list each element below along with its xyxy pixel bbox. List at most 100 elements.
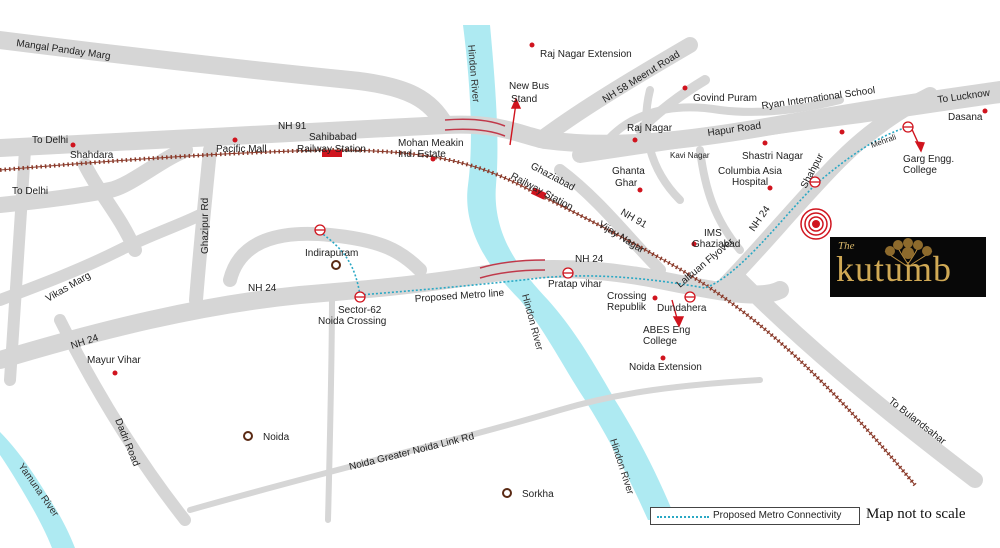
tree-icon xyxy=(884,238,933,279)
label-ghazipur: Ghazipur Rd xyxy=(200,198,211,254)
metro-station-icon-sector62 xyxy=(354,291,366,303)
label-sahibabad-1: Sahibabad xyxy=(309,132,357,143)
label-nh91: NH 91 xyxy=(278,121,307,132)
label-mohan-meakin-1: Mohan Meakin xyxy=(398,138,464,149)
project-location-icon xyxy=(800,208,832,240)
bridge-nh24-1 xyxy=(479,259,546,269)
dot-ryan xyxy=(839,129,845,135)
legend-metro-text: Proposed Metro Connectivity xyxy=(713,510,842,521)
dot-govind-puram xyxy=(682,85,688,91)
label-greater-noida-link: Noida Greater Noida Link Rd xyxy=(348,431,475,473)
vijay-nagar-road xyxy=(554,164,666,276)
railway xyxy=(0,147,917,487)
bridge-nh91-1 xyxy=(444,118,506,127)
dot-crossing-republik xyxy=(652,295,658,301)
railway-line xyxy=(0,149,916,486)
label-new-bus-stand-1: New Bus xyxy=(509,81,549,92)
hapur-road xyxy=(572,87,1000,163)
dot-ghanta-ghar xyxy=(637,187,643,193)
label-columbia-2: Hospital xyxy=(732,177,768,188)
mangal-panday-road xyxy=(0,31,454,134)
city-inner-road-1 xyxy=(642,86,684,204)
to-delhi-lower-road xyxy=(0,142,193,213)
label-shastri-nagar: Shastri Nagar xyxy=(742,151,804,162)
metro-line xyxy=(319,126,909,296)
label-pratap-vihar: Pratap vihar xyxy=(548,279,603,290)
label-garg-1: Garg Engg. xyxy=(903,154,954,165)
ring-indirapuram xyxy=(331,260,341,270)
city-inner-road-2 xyxy=(696,146,744,254)
legend: Proposed Metro Connectivity xyxy=(650,507,860,525)
location-dots xyxy=(70,42,988,376)
arrow-abes-head xyxy=(672,316,685,328)
label-crossing-1: Crossing xyxy=(607,291,646,302)
dot-dasana xyxy=(982,108,988,114)
label-sahibabad-2: Railway Station xyxy=(297,144,366,155)
brand-name: kutumb xyxy=(836,249,953,289)
label-crossing-2: Republik xyxy=(607,302,647,313)
dot-mayur-vihar xyxy=(112,370,118,376)
label-sorkha: Sorkha xyxy=(522,489,554,500)
ghazipur-road xyxy=(189,143,217,307)
brand-prefix: The xyxy=(838,240,855,252)
nh58-road xyxy=(532,37,698,148)
dot-pacific-mall xyxy=(232,137,238,143)
label-to-delhi-1: To Delhi xyxy=(32,135,68,146)
label-ims-1: IMS xyxy=(704,228,722,239)
sector62-road xyxy=(325,292,335,523)
metro-station-icon-pratap-vihar xyxy=(562,267,574,279)
dot-ims xyxy=(691,241,697,247)
metro-station-icon-dundahera xyxy=(684,291,696,303)
bridge-nh24-2 xyxy=(479,269,546,279)
scale-note: Map not to scale xyxy=(866,506,966,522)
dot-noida-ext xyxy=(660,355,666,361)
ghaziabad-station-icon xyxy=(530,187,547,200)
dot-raj-nagar xyxy=(632,137,638,143)
label-ims-2: Ghaziabad xyxy=(692,239,740,250)
dot-raj-nagar-ext xyxy=(529,42,535,48)
ring-markers xyxy=(243,260,512,498)
label-sector62-1: Sector-62 xyxy=(338,305,382,316)
label-raj-nagar: Raj Nagar xyxy=(627,123,673,134)
label-dundahera: Dundahera xyxy=(657,303,707,314)
label-dadri: Dadri Road xyxy=(112,417,141,468)
label-abes-2: College xyxy=(643,336,677,347)
cross-top-road xyxy=(596,96,844,154)
label-ghanta-ghar-1: Ghanta xyxy=(612,166,645,177)
indirapuram-loop xyxy=(223,226,427,287)
label-dasana: Dasana xyxy=(948,112,983,123)
metro-main xyxy=(359,126,909,296)
label-nh24-mid: NH 24 xyxy=(575,254,604,265)
bridges xyxy=(444,118,546,279)
river-labels: Hindon River Hindon River Hindon River Y… xyxy=(16,44,636,519)
metro-station-icon-indirapuram xyxy=(314,224,326,236)
label-pacific-mall: Pacific Mall xyxy=(216,144,267,155)
label-to-delhi-2: To Delhi xyxy=(12,186,48,197)
label-indirapuram: Indirapuram xyxy=(305,248,358,259)
sahibabad-station-icon xyxy=(322,150,342,157)
dadri-road xyxy=(54,314,191,526)
label-shahdara: Shahdara xyxy=(70,150,114,161)
brand-logo xyxy=(830,237,986,297)
dot-shastri-nagar xyxy=(762,140,768,146)
left-vertical-road xyxy=(4,144,31,386)
label-mayur-vihar: Mayur Vihar xyxy=(87,355,141,366)
label-abes-1: ABES Eng xyxy=(643,325,690,336)
dot-shahdara xyxy=(70,142,76,148)
arrow-bus-stand xyxy=(509,102,517,146)
label-noida-ext: Noida Extension xyxy=(629,362,702,373)
label-columbia-1: Columbia Asia xyxy=(718,166,782,177)
metro-stations xyxy=(314,121,914,303)
greater-noida-link-road xyxy=(187,377,763,513)
dot-mohan-meakin xyxy=(430,156,436,162)
label-new-bus-stand-2: Stand xyxy=(511,94,537,105)
ring-noida xyxy=(243,431,253,441)
arrow-garg-head xyxy=(914,141,925,153)
bridge-nh91-2 xyxy=(444,128,506,137)
label-sector62-2: Noida Crossing xyxy=(318,316,386,327)
vikas-marg-road xyxy=(0,209,206,306)
nh24-right-road xyxy=(712,87,938,298)
metro-legend-swatch xyxy=(657,516,709,518)
